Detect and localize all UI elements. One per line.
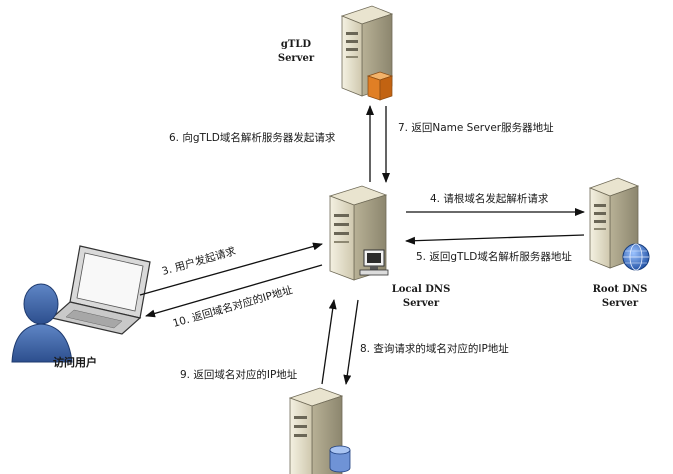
step-5-label: 5. 返回gTLD域名解析服务器地址 <box>416 250 572 263</box>
arrow-step-9 <box>321 299 337 385</box>
arrow-step-3 <box>139 242 323 296</box>
local-dns-label-line2: Server <box>403 298 440 309</box>
user-label: 访问用户 <box>53 355 97 369</box>
step-3-label: 3. 用户发起请求 <box>160 244 237 278</box>
arrow-step-10 <box>145 264 323 318</box>
user-avatar-icon <box>11 283 73 363</box>
root-dns-label-line1: Root DNS <box>593 284 648 295</box>
gtld-server-label-line2: Server <box>278 53 315 64</box>
name-server-icon <box>288 387 344 474</box>
step-7-label: 7. 返回Name Server服务器地址 <box>398 121 554 134</box>
step-10-label: 10. 返回域名对应的IP地址 <box>171 283 294 330</box>
local-dns-server-icon <box>328 185 389 281</box>
arrow-step-8 <box>343 299 359 385</box>
arrow-step-5 <box>405 234 585 245</box>
root-dns-label-line2: Server <box>602 298 639 309</box>
database-icon <box>329 445 351 473</box>
gtld-server-label-line1: gTLD <box>281 39 311 50</box>
step-6-label: 6. 向gTLD域名解析服务器发起请求 <box>169 131 336 144</box>
step-9-label: 9. 返回域名对应的IP地址 <box>180 368 298 381</box>
laptop-icon <box>50 245 151 335</box>
globe-icon <box>622 243 650 271</box>
step-8-label: 8. 查询请求的域名对应的IP地址 <box>360 342 509 355</box>
local-dns-label-line1: Local DNS <box>392 284 451 295</box>
step-4-label: 4. 请根域名发起解析请求 <box>430 192 549 205</box>
gtld-server-icon <box>340 5 394 101</box>
